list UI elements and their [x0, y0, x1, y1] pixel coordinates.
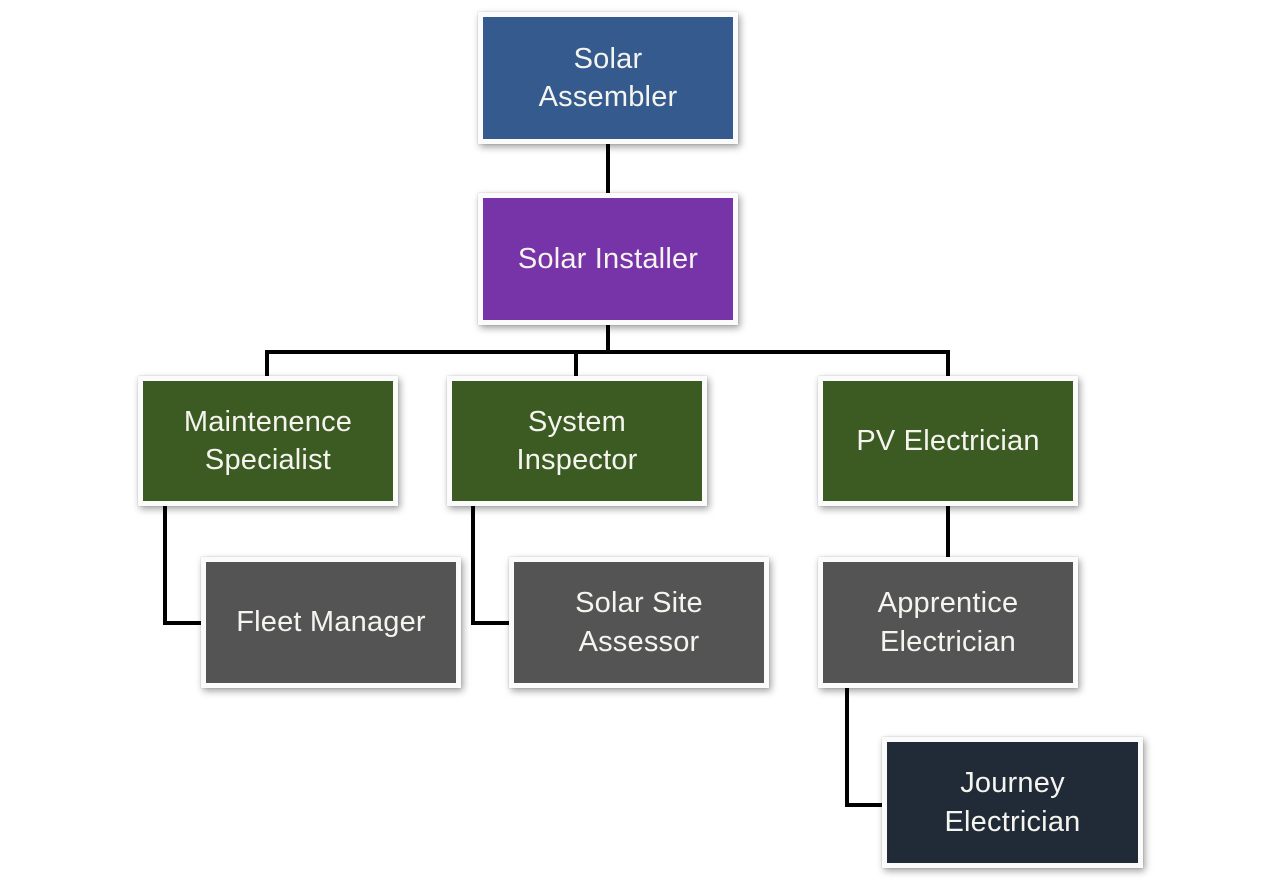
node-apprentice-electrician-label: Apprentice Electrician	[877, 587, 1019, 658]
node-journey-electrician: Journey Electrician	[882, 737, 1143, 868]
node-solar-installer: Solar Installer	[478, 193, 738, 325]
connector-installer-stub	[606, 320, 610, 354]
node-solar-site-assessor: Solar Site Assessor	[509, 557, 769, 688]
connector-apprentice-journey-v	[845, 684, 849, 807]
connector-system-assessor-h	[471, 621, 516, 625]
node-fleet-manager: Fleet Manager	[201, 557, 461, 688]
node-system-inspector: System Inspector	[447, 376, 707, 506]
node-maintenence-specialist: Maintenence Specialist	[138, 376, 398, 506]
connector-drop-maintenence	[265, 350, 269, 380]
connector-drop-system-inspector	[574, 350, 578, 380]
node-pv-electrician-label: PV Electrician	[856, 424, 1040, 457]
node-system-inspector-label: System Inspector	[516, 405, 638, 476]
node-solar-site-assessor-label: Solar Site Assessor	[575, 587, 703, 658]
node-solar-installer-label: Solar Installer	[517, 242, 699, 275]
connector-apprentice-journey-h	[845, 803, 890, 807]
node-solar-assembler: Solar Assembler	[478, 12, 738, 144]
node-maintenence-specialist-label: Maintenence Specialist	[183, 405, 353, 476]
node-journey-electrician-label: Journey Electrician	[944, 767, 1081, 838]
node-apprentice-electrician: Apprentice Electrician	[818, 557, 1078, 688]
connector-system-assessor-v	[471, 502, 475, 625]
connector-drop-pv-electrician	[946, 350, 950, 380]
connector-assembler-installer	[606, 140, 610, 200]
node-fleet-manager-label: Fleet Manager	[236, 606, 426, 639]
connector-maintenence-fleet-h	[163, 621, 208, 625]
connector-maintenence-fleet-v	[163, 502, 167, 625]
connector-branch-horizontal	[265, 350, 950, 354]
node-pv-electrician: PV Electrician	[818, 376, 1078, 506]
connector-pv-apprentice	[946, 502, 950, 562]
node-solar-assembler-label: Solar Assembler	[538, 42, 678, 113]
